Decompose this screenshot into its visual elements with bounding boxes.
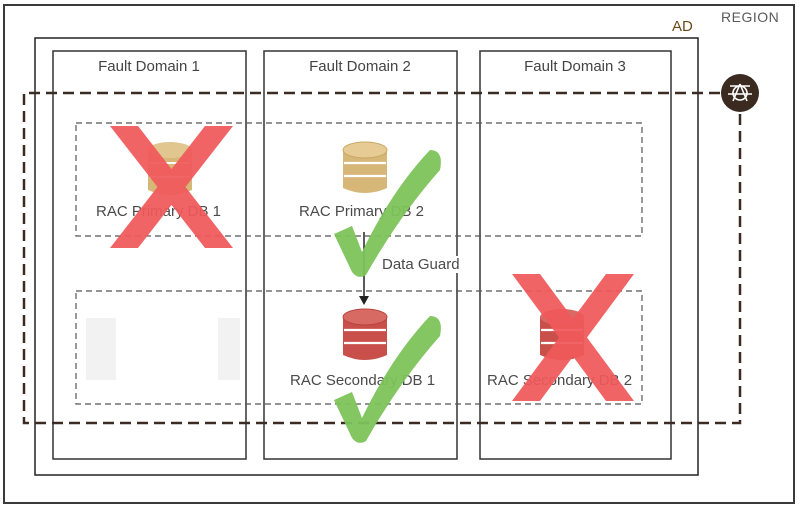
primary-subnet-box: [75, 122, 643, 237]
data-guard-arrowhead: [359, 296, 369, 305]
fault-domain-1-box: [52, 50, 247, 460]
check-mark-icon: [334, 150, 441, 277]
ad-label: AD: [672, 18, 693, 35]
fault-domain-2-title: Fault Domain 2: [309, 58, 411, 75]
database-cylinder-icon: [342, 141, 388, 193]
region-box: [3, 4, 795, 504]
faint-placeholder-1: [86, 318, 116, 380]
secondary-subnet-box: [75, 290, 643, 405]
ad-box: [34, 37, 699, 476]
data-guard-label: Data Guard: [380, 256, 462, 273]
x-mark-icon: [110, 126, 233, 248]
region-label: REGION: [721, 9, 780, 25]
fault-domain-3-title: Fault Domain 3: [524, 58, 626, 75]
x-mark-icon: [512, 274, 634, 401]
faint-placeholder-2: [218, 318, 240, 380]
network-hub-icon: [721, 74, 759, 112]
network-loop: [22, 91, 742, 425]
fault-domain-2-box: [263, 50, 458, 460]
check-mark-icon: [334, 316, 441, 443]
database-cylinder-icon: [342, 308, 388, 360]
fault-domain-3-box: [479, 50, 672, 460]
fault-domain-1-title: Fault Domain 1: [98, 58, 200, 75]
